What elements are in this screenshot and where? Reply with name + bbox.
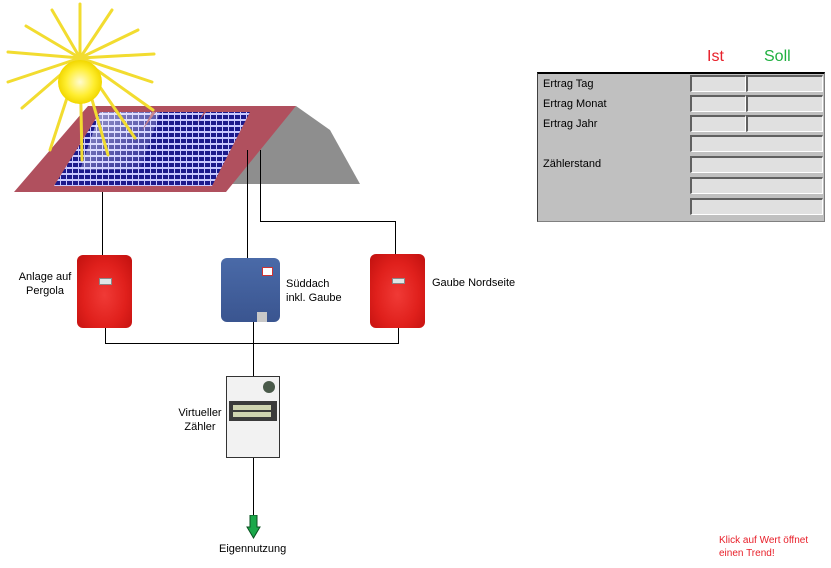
sun-core — [58, 60, 102, 104]
field-zaehlerstand-4[interactable] — [690, 198, 823, 215]
solar-panel-3 — [148, 112, 250, 186]
inverter-nordseite[interactable] — [370, 254, 425, 328]
field-monat-ist[interactable] — [690, 95, 746, 112]
wire-pergola-in — [102, 192, 103, 256]
virtual-meter[interactable] — [226, 376, 280, 458]
header-ist: Ist — [707, 48, 724, 65]
wire-bus — [105, 343, 399, 344]
wire-nord-b — [260, 221, 396, 222]
wire-nord-c — [395, 221, 396, 255]
label-ertrag-jahr: Ertrag Jahr — [543, 118, 598, 130]
output-label: Eigennutzung — [219, 543, 287, 555]
label-ertrag-monat: Ertrag Monat — [543, 98, 607, 110]
sma-logo-icon — [262, 267, 273, 276]
arrow-down-icon — [246, 515, 261, 539]
field-monat-soll[interactable] — [746, 95, 823, 112]
solar-roof-illustration — [6, 2, 360, 192]
field-tag-ist[interactable] — [690, 75, 746, 92]
inverter-pergola[interactable] — [77, 255, 132, 328]
field-zaehlerstand-1[interactable] — [690, 135, 823, 152]
label-ertrag-tag: Ertrag Tag — [543, 78, 594, 90]
label-zaehlerstand: Zählerstand — [543, 158, 602, 170]
wire-to-meter — [253, 322, 254, 376]
wire-nord-a — [260, 150, 261, 222]
inverter-sueddach[interactable] — [221, 258, 280, 322]
wire-sued-in — [247, 150, 248, 258]
field-zaehlerstand-3[interactable] — [690, 177, 823, 194]
wire-to-output — [253, 458, 254, 516]
yield-panel: Ertrag Tag Ertrag Monat Ertrag Jahr Zähl… — [537, 72, 825, 222]
field-zaehlerstand-2[interactable] — [690, 156, 823, 173]
roof-back — [228, 106, 360, 184]
field-jahr-ist[interactable] — [690, 115, 746, 132]
header-soll: Soll — [764, 48, 791, 65]
wire-pergola-out — [105, 328, 106, 344]
inverter-nordseite-label: Gaube Nordseite — [432, 277, 516, 289]
field-jahr-soll[interactable] — [746, 115, 823, 132]
wire-nord-out — [398, 328, 399, 344]
field-tag-soll[interactable] — [746, 75, 823, 92]
